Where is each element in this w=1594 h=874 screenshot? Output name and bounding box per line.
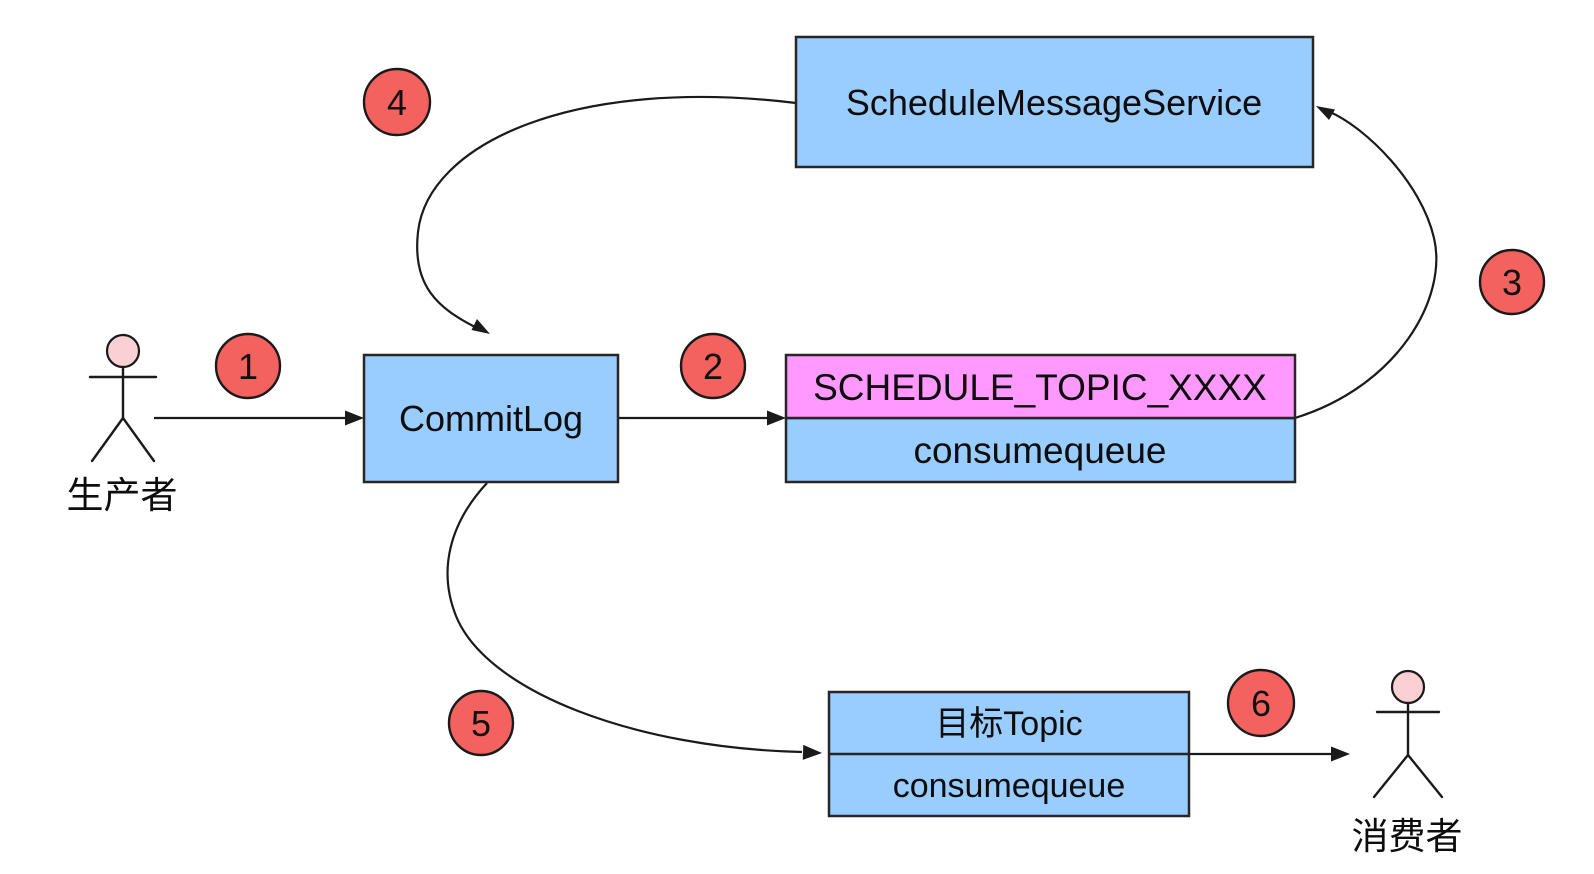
consumer-left-leg-icon — [1372, 753, 1410, 799]
arrow-scheduleservice-to-commitlog-head-icon — [471, 319, 490, 334]
step-badge-6-circle — [1226, 668, 1296, 738]
consumer-actor-icon — [1372, 669, 1444, 799]
arrow-scheduleservice-to-commitlog — [416, 95, 797, 328]
producer-head-icon — [105, 333, 141, 369]
step-badge-1-circle — [214, 332, 282, 400]
arrow-commitlog-to-targettopic-head-icon — [802, 744, 822, 760]
arrow-commitlog-to-targettopic — [446, 482, 803, 754]
step-badge-4-circle — [362, 67, 432, 137]
step-badge-4: 4 — [362, 67, 432, 137]
arrow-queue-to-scheduleservice-head-icon — [1316, 106, 1335, 120]
node-schedule-topic-queue-label: consumequeue — [913, 430, 1166, 471]
step-badge-2-circle — [679, 332, 747, 400]
node-schedule-message-service-label: ScheduleMessageService — [846, 82, 1262, 123]
arrow-queue-to-scheduleservice — [1294, 110, 1438, 420]
consumer-right-leg-icon — [1406, 753, 1444, 799]
consumer-label: 消费者 — [1352, 816, 1463, 857]
consumer-head-icon — [1390, 669, 1426, 705]
node-target-topic-queue-label: consumequeue — [893, 767, 1126, 805]
node-schedule-message-service — [794, 35, 1315, 169]
node-schedule-topic — [784, 353, 1297, 420]
step-badge-6-label: 6 — [1251, 683, 1271, 724]
step-badge-3-circle — [1478, 248, 1546, 316]
producer-actor-icon — [88, 333, 158, 463]
arrow-producer-to-commitlog-head-icon — [345, 410, 364, 426]
arrow-commitlog-to-scheduletopic-head-icon — [767, 410, 786, 426]
step-badge-1: 1 — [214, 332, 282, 400]
step-badge-3-label: 3 — [1502, 262, 1522, 303]
step-badge-4-label: 4 — [387, 82, 407, 123]
step-badge-3: 3 — [1478, 248, 1546, 316]
node-schedule-topic-label: SCHEDULE_TOPIC_XXXX — [813, 367, 1267, 408]
step-badge-1-label: 1 — [238, 346, 258, 387]
node-commitlog — [362, 353, 620, 484]
step-badge-2: 2 — [679, 332, 747, 400]
step-badge-5-label: 5 — [471, 703, 491, 744]
step-badge-5: 5 — [447, 689, 515, 757]
node-target-topic-label: 目标Topic — [935, 705, 1082, 743]
producer-right-leg-icon — [121, 416, 156, 463]
step-badge-2-label: 2 — [703, 346, 723, 387]
step-badge-5-circle — [447, 689, 515, 757]
step-badge-6: 6 — [1226, 668, 1296, 738]
producer-left-leg-icon — [90, 416, 125, 463]
arrow-targettopic-to-consumer-head-icon — [1331, 746, 1350, 762]
producer-label: 生产者 — [67, 475, 178, 516]
node-commitlog-label: CommitLog — [399, 398, 583, 439]
